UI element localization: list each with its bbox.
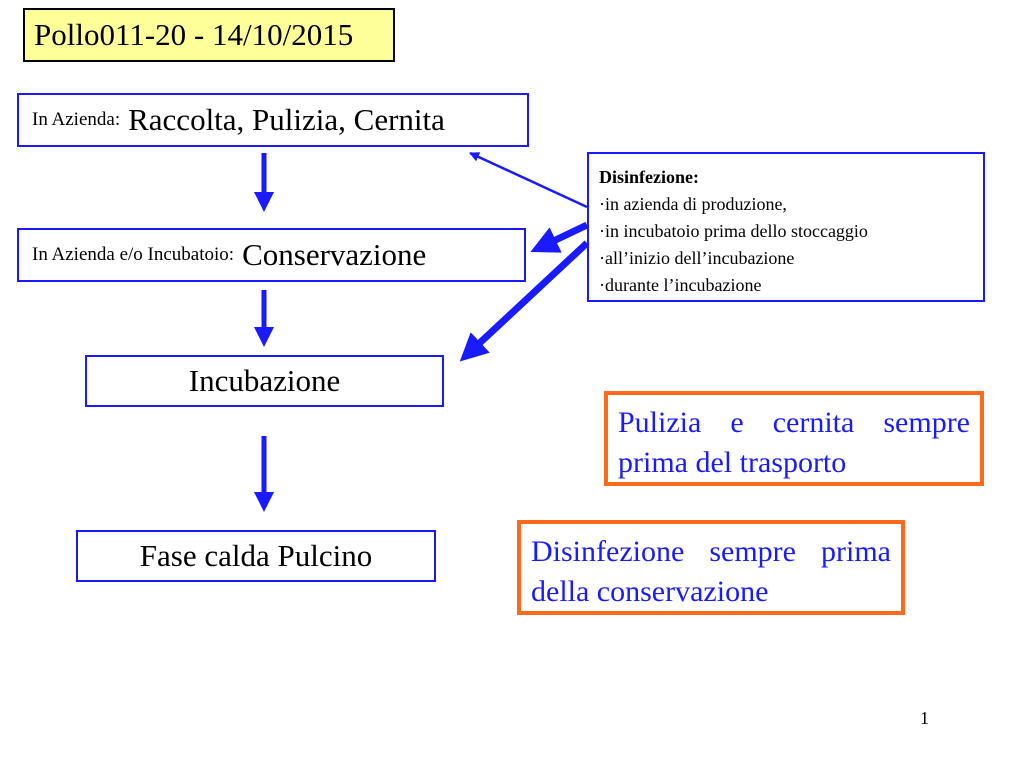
- step-conservazione-label: Conservazione: [242, 237, 427, 272]
- slide-title: Pollo011-20 - 14/10/2015: [23, 8, 395, 62]
- arrow-disinfection-to-step2: [530, 221, 589, 253]
- step-raccolta-prefix: In Azienda:: [32, 109, 121, 130]
- step-fase-calda-label: Fase calda Pulcino: [139, 538, 373, 573]
- note-pulizia: Pulizia e cernita sempre prima del trasp…: [604, 391, 984, 486]
- step-conservazione: In Azienda e/o Incubatoio: Conservazione: [17, 228, 526, 282]
- step-raccolta: In Azienda: Raccolta, Pulizia, Cernita: [17, 93, 529, 147]
- disinfection-item: in incubatoio prima dello stoccaggio: [599, 218, 983, 245]
- step-incubazione: Incubazione: [85, 355, 444, 407]
- disinfection-heading: Disinfezione:: [599, 167, 699, 187]
- arrow-disinfection-to-step3: [459, 240, 590, 362]
- step-raccolta-label: Raccolta, Pulizia, Cernita: [128, 102, 445, 137]
- step-conservazione-prefix: In Azienda e/o Incubatoio:: [32, 244, 235, 265]
- note-disinfezione: Disinfezione sempre prima della conserva…: [517, 520, 905, 615]
- disinfection-box: Disinfezione: in azienda di produzione, …: [587, 152, 985, 302]
- page-number: 1: [920, 708, 929, 728]
- arrow-disinfection-to-step1: [469, 151, 588, 209]
- disinfection-item: durante l’incubazione: [599, 272, 983, 299]
- step-fase-calda: Fase calda Pulcino: [76, 530, 436, 582]
- step-incubazione-label: Incubazione: [188, 363, 341, 398]
- disinfection-item: in azienda di produzione,: [599, 191, 983, 218]
- disinfection-item: all’inizio dell’incubazione: [599, 245, 983, 272]
- disinfection-list: in azienda di produzione, in incubatoio …: [599, 191, 983, 299]
